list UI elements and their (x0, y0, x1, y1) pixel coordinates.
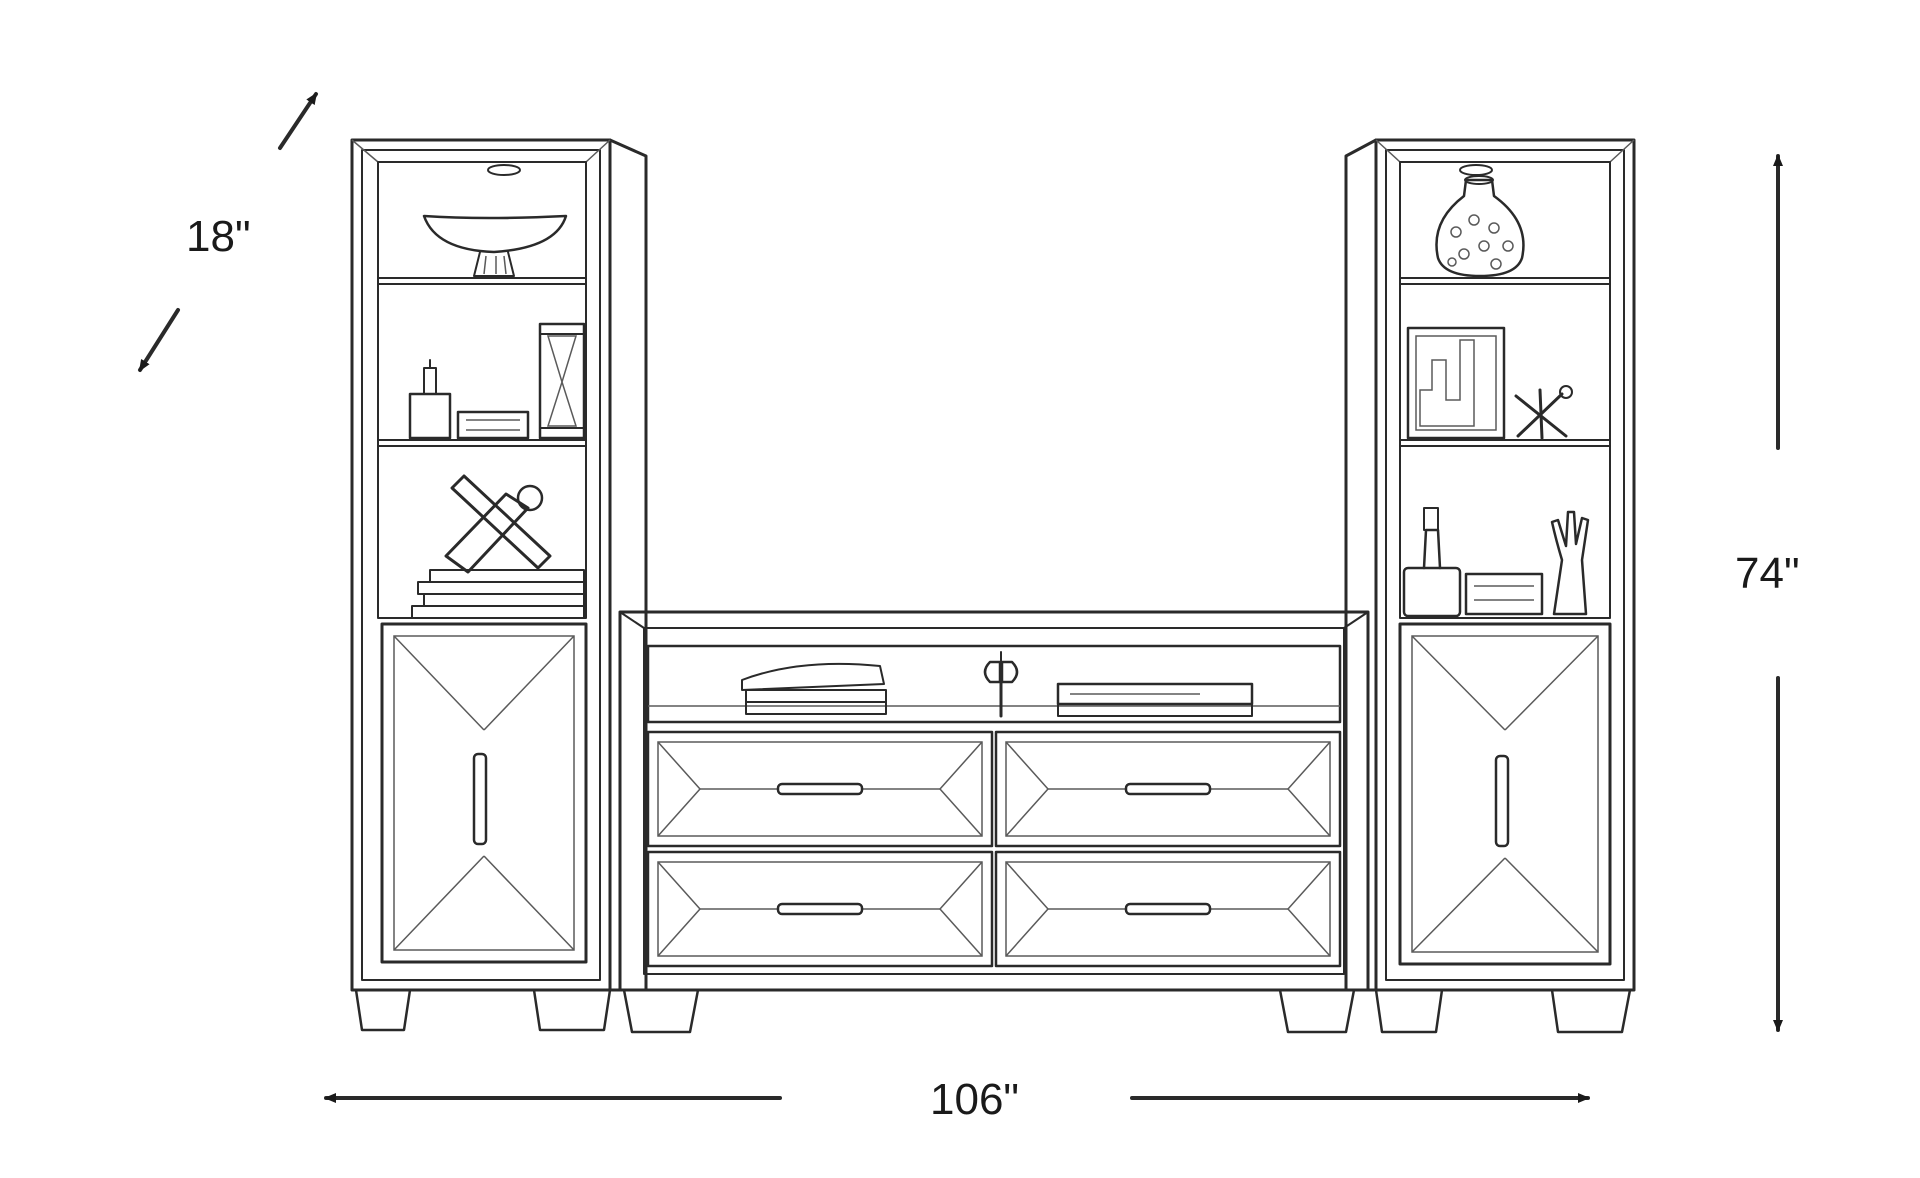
height-dimension-label: 74" (1735, 549, 1800, 598)
depth-arrow-bottom (138, 308, 180, 372)
sculpture-console-decor (983, 651, 1019, 718)
candle-decor (408, 359, 452, 440)
depth-arrow-top (278, 92, 318, 150)
drawer-top-left (646, 730, 994, 848)
media-box-decor (1056, 682, 1254, 717)
drawer-bottom-right (994, 850, 1342, 968)
door-handle-right (1494, 754, 1510, 848)
depth-dimension-label: 18" (186, 212, 251, 261)
bottle-decor (1402, 507, 1462, 618)
vase-decor (1435, 175, 1525, 278)
width-dimension-label: 106" (930, 1075, 1020, 1124)
books-console-decor (741, 662, 887, 715)
drawer-bottom-left (646, 850, 994, 968)
picture-frame-decor (1406, 326, 1506, 440)
door-handle-left (472, 752, 488, 846)
bowl-decor (422, 214, 568, 277)
drawer-top-right (994, 730, 1342, 848)
left-pier-cabinet (350, 138, 648, 1032)
hourglass-decor (538, 322, 586, 440)
right-pier-cabinet (1344, 138, 1636, 1034)
box-right-decor (1464, 572, 1544, 616)
media-console (618, 610, 1370, 1034)
x-sculpture-decor (444, 474, 552, 574)
box-decor (456, 410, 530, 440)
jack-sculpture-decor (1514, 385, 1573, 440)
book-stack-decor (411, 569, 585, 619)
hand-sculpture-decor (1550, 510, 1590, 616)
